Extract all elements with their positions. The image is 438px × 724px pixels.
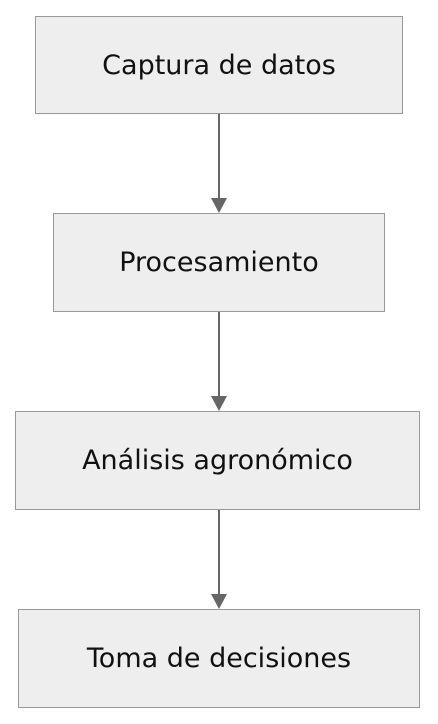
node-procesamiento[interactable]: Procesamiento xyxy=(53,213,385,312)
edge-procesamiento-to-analisis xyxy=(211,312,227,411)
node-toma-de-decisiones[interactable]: Toma de decisiones xyxy=(18,609,420,708)
node-analisis-agronomico[interactable]: Análisis agronómico xyxy=(15,411,420,510)
node-label: Toma de decisiones xyxy=(86,643,352,674)
node-label: Captura de datos xyxy=(102,49,336,81)
edge-analisis-to-decisiones xyxy=(211,510,227,609)
edge-captura-to-procesamiento xyxy=(211,114,227,213)
node-captura-de-datos[interactable]: Captura de datos xyxy=(35,16,403,114)
node-label: Procesamiento xyxy=(119,247,319,278)
node-label: Análisis agronómico xyxy=(82,445,353,476)
